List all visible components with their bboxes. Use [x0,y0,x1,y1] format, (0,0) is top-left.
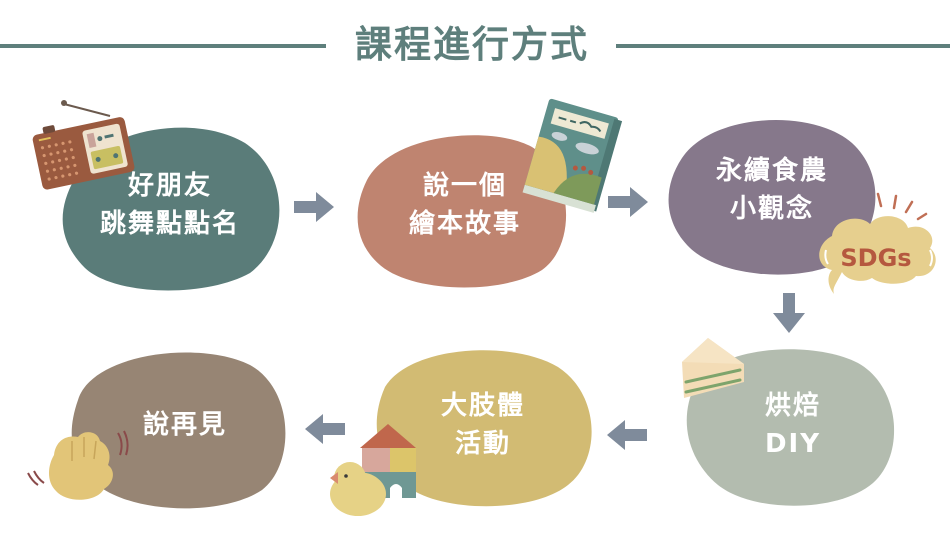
step-5-blob-shape [376,350,592,507]
step-5-label: 大肢體 活動 [383,370,583,480]
waving-hand-icon [27,430,129,500]
arrow-left-icon [607,420,647,450]
step-3-blob-shape [668,120,876,275]
arrow-down-icon [773,293,805,333]
step-4-label: 烘焙 DIY [693,370,893,480]
step-5-line-2: 活動 [454,429,511,459]
step-1-line-2: 跳舞點點名 [99,209,240,239]
step-2-label: 說一個 繪本故事 [370,150,560,260]
step-3-line-2: 小觀念 [729,194,814,224]
step-3-label: 永續食農 小觀念 [672,135,872,245]
page-title: 課程進行方式 [355,23,589,66]
cake-slice-icon [682,338,744,398]
header: 課程進行方式 [0,0,950,90]
title-divider-right [616,44,950,48]
sdgs-speech-bubble-icon: SDGs [819,192,936,294]
step-6-line-1: 說再見 [142,410,227,440]
step-4-line-1: 烘焙 [764,391,821,421]
step-3-line-1: 永續食農 [715,156,828,186]
step-4-blob-shape [686,349,895,506]
sdgs-badge-text: SDGs [840,244,911,272]
title-divider-left [0,44,326,48]
arrow-right-icon [608,187,648,217]
step-2-line-1: 說一個 [422,171,507,201]
arrow-left-icon [305,414,345,444]
step-2-line-2: 繪本故事 [408,209,521,239]
arrow-right-icon [294,192,334,222]
step-1-label: 好朋友 跳舞點點名 [70,150,270,260]
step-4-line-2: DIY [764,429,822,459]
picture-book-icon [522,98,623,213]
step-6-blob-shape [71,352,286,509]
toy-blocks-duck-icon [330,424,416,516]
radio-icon [32,100,135,190]
step-5-line-1: 大肢體 [440,391,525,421]
step-2-blob-shape [357,135,567,288]
step-6-label: 說再見 [100,370,270,480]
step-1-line-1: 好朋友 [127,171,212,201]
